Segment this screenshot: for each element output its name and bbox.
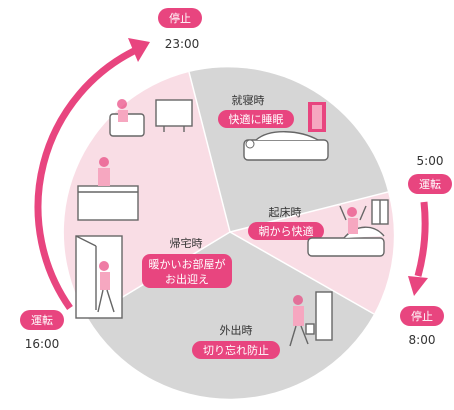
bed-wake-illustration	[307, 199, 389, 257]
label-left: 運転 16:00	[20, 310, 64, 351]
badge-text: 快適に睡眠	[229, 112, 284, 126]
door-out-illustration	[289, 291, 333, 347]
caption-home: 帰宅時 暖かいお部屋が お出迎え	[142, 236, 232, 288]
time-text: 16:00	[25, 337, 60, 351]
time-text: 23:00	[165, 37, 200, 51]
segment-label: 帰宅時	[170, 236, 203, 250]
segment-label: 就寝時	[232, 93, 265, 107]
badge	[248, 222, 324, 240]
status-badge	[158, 8, 202, 28]
badge-text-line1: 暖かいお部屋が	[149, 257, 226, 271]
label-top: 停止 23:00	[158, 8, 202, 51]
status-text: 運転	[31, 314, 53, 327]
run-arrow-left	[34, 38, 150, 311]
status-text: 停止	[411, 309, 433, 323]
time-text: 5:00	[417, 154, 444, 168]
caption-sleep: 就寝時 快適に睡眠	[218, 93, 294, 128]
segment-label: 外出時	[220, 323, 253, 337]
status-text: 運転	[419, 178, 441, 191]
badge	[218, 110, 294, 128]
bed-sleep-illustration	[243, 102, 329, 161]
badge-text: 切り忘れ防止	[203, 343, 269, 357]
caption-out: 外出時 切り忘れ防止	[192, 323, 280, 359]
tv-sofa-illustration	[109, 99, 193, 137]
label-right-upper: 5:00 運転	[408, 154, 452, 194]
kitchen-illustration	[77, 157, 139, 221]
door-home-illustration	[75, 235, 123, 319]
status-badge	[400, 306, 444, 326]
run-arrow-right	[408, 201, 429, 296]
segment-label: 起床時	[269, 205, 302, 219]
label-right-lower: 停止 8:00	[400, 306, 444, 347]
badge	[142, 254, 232, 288]
badge-text: 朝から快適	[259, 224, 314, 238]
status-badge	[20, 310, 64, 330]
caption-wake: 起床時 朝から快適	[248, 205, 324, 240]
status-badge	[408, 174, 452, 194]
time-text: 8:00	[409, 333, 436, 347]
status-text: 停止	[169, 11, 191, 25]
badge	[192, 341, 280, 359]
badge-text-line2: お出迎え	[165, 272, 209, 286]
